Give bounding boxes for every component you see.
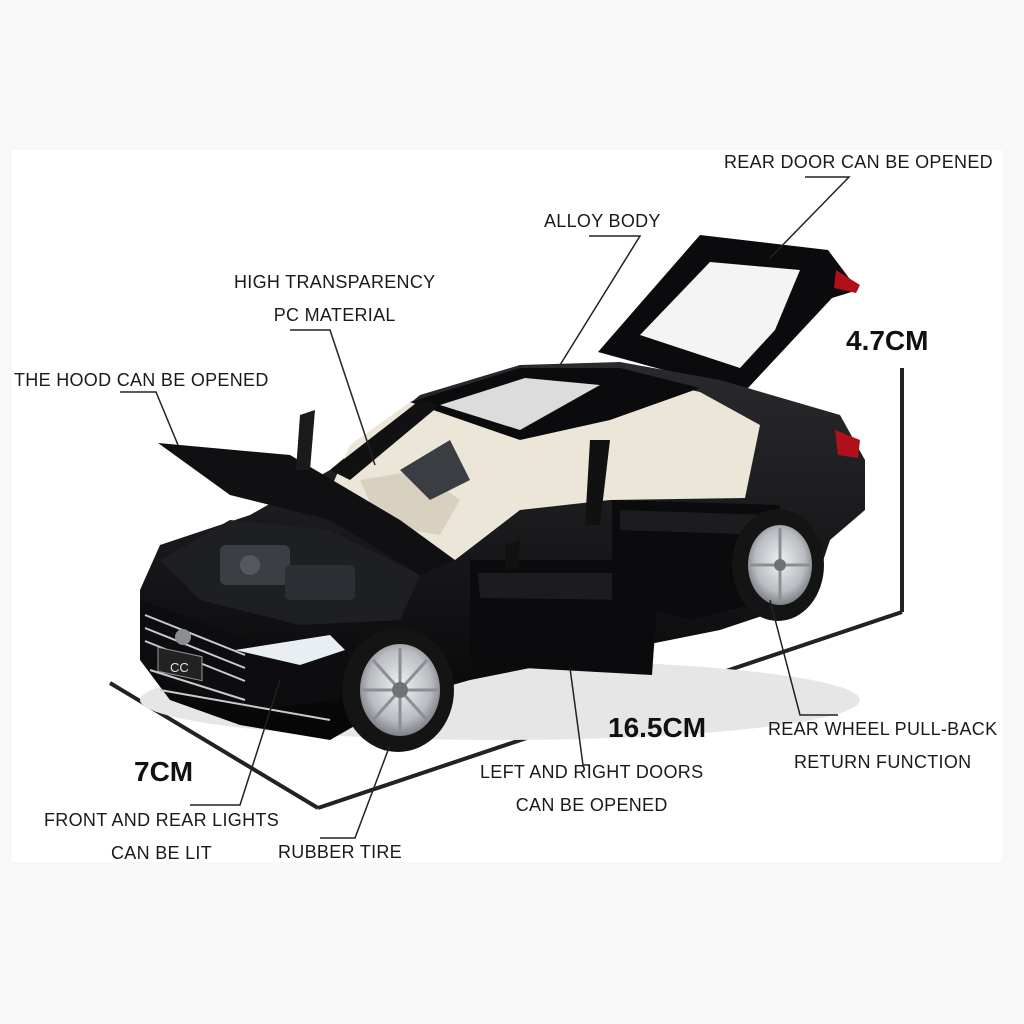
- engine-bay: [160, 520, 420, 625]
- callout-rear-door: REAR DOOR CAN BE OPENED: [724, 152, 993, 172]
- callout-doors: LEFT AND RIGHT DOORS CAN BE OPENED: [480, 756, 703, 822]
- callout-transparency-line2: PC MATERIAL: [273, 305, 396, 325]
- dimension-width: 7CM: [134, 756, 194, 787]
- callout-doors-line2: CAN BE OPENED: [515, 795, 668, 815]
- callout-lights-line1: FRONT AND REAR LIGHTS: [44, 810, 279, 830]
- hood-open: [158, 410, 455, 575]
- callout-lights: FRONT AND REAR LIGHTS CAN BE LIT: [44, 804, 279, 870]
- callout-rear-wheel-line1: REAR WHEEL PULL-BACK: [768, 719, 998, 739]
- tail-light: [835, 430, 860, 458]
- front-wheel: [342, 628, 454, 752]
- dimension-length: 16.5CM: [608, 712, 707, 743]
- plate-text: CC: [170, 660, 189, 675]
- rear-wheel: [732, 509, 824, 621]
- callout-doors-line1: LEFT AND RIGHT DOORS: [480, 762, 704, 782]
- callout-hood: THE HOOD CAN BE OPENED: [14, 370, 269, 390]
- callout-transparency-line1: HIGH TRANSPARENCY: [234, 272, 436, 292]
- callout-lights-line2: CAN BE LIT: [110, 843, 213, 863]
- callout-rear-wheel: REAR WHEEL PULL-BACK RETURN FUNCTION: [768, 713, 997, 779]
- front-fascia: [140, 600, 345, 721]
- callout-tire: RUBBER TIRE: [278, 842, 402, 862]
- callout-alloy-body: ALLOY BODY: [544, 211, 661, 231]
- license-plate: CC: [157, 646, 203, 682]
- rear-door-open: [598, 235, 860, 388]
- dimension-height: 4.7CM: [846, 325, 929, 356]
- callout-rear-wheel-line2: RETURN FUNCTION: [793, 752, 972, 772]
- callout-transparency: HIGH TRANSPARENCY PC MATERIAL: [234, 266, 435, 332]
- callout-lines: [120, 176, 851, 839]
